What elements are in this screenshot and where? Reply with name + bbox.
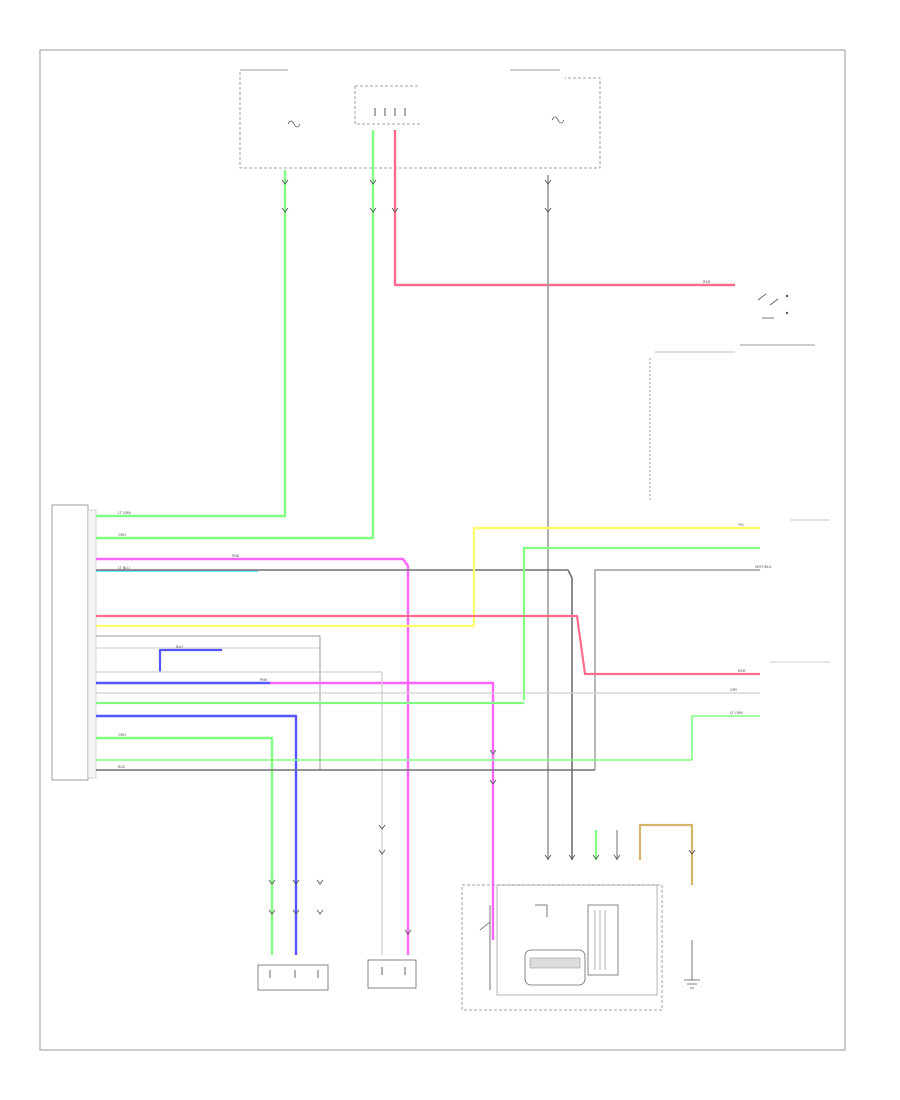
diagram-frame [39, 49, 846, 1051]
fuse-symbol-right [551, 116, 565, 124]
wire-dark-gray [96, 569, 573, 860]
ground-location-note [649, 351, 735, 500]
wire-red-ign [393, 130, 735, 287]
wire-tag-blu: BLU [176, 645, 183, 649]
wire-tag-gry: GRY [730, 688, 738, 692]
wire-tag-red-2: RED [738, 669, 746, 673]
ecu-connector [51, 504, 97, 781]
wire-tag-lt-grn: LT GRN [118, 511, 131, 515]
wire-gray-box [96, 635, 321, 770]
fuse-symbol-left [287, 120, 301, 128]
wire-blue-top [158, 648, 222, 672]
wires [96, 130, 760, 955]
wire-tag-pnk-2: PNK [260, 678, 268, 682]
rear-window-switch [257, 964, 329, 991]
wire-lt-gray-door [96, 671, 383, 955]
wire-tag-lt-grn-2: LT GRN [730, 711, 743, 715]
wire-lt-grn-top [96, 170, 287, 518]
ignition-switch [740, 293, 815, 346]
wire-grn-junction [96, 130, 375, 540]
wire-tag-lt-blu: LT BLU [118, 566, 130, 570]
wire-tag-pnk: PNK [232, 554, 240, 558]
wire-magenta [96, 557, 410, 955]
wire-pink-right [96, 614, 760, 676]
wire-grn-lockswitch [96, 715, 760, 761]
wire-blue-drop [96, 714, 298, 955]
wire-magenta-2 [270, 681, 495, 940]
fuse-box [239, 69, 601, 169]
wire-tan [638, 823, 694, 885]
ground-point [684, 940, 700, 989]
wire-tag-grn: GRN [118, 533, 126, 537]
wire-grn-drop [96, 736, 274, 955]
wire-tag-red-1: RED [703, 280, 711, 284]
door-lock-connector [770, 519, 830, 663]
relay-contacts [374, 108, 406, 116]
wire-tag-grn-2: GRN [118, 733, 126, 737]
combination-cluster [461, 884, 663, 1011]
wire-tag-blk: BLK [118, 765, 125, 769]
inline-connectors [268, 179, 696, 935]
wire-yellow [96, 526, 760, 628]
wire-tag-yel: YEL [738, 523, 744, 527]
wire-tags: LT GRN GRN PNK LT BLU WHT/BLK YEL RED RE… [118, 280, 772, 769]
wire-grn-right [522, 546, 760, 700]
wire-tag-wht-blk: WHT/BLK [755, 565, 772, 569]
wire-gray-right [594, 569, 760, 770]
door-lock-motor [367, 959, 417, 989]
